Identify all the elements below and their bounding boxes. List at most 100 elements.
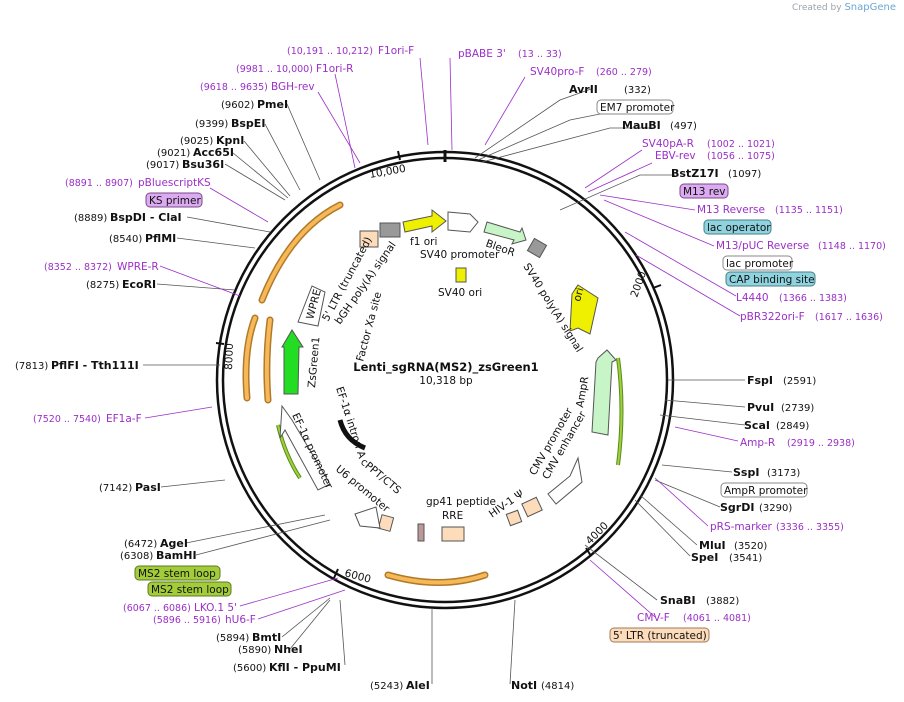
snapgene-credit: Created by SnapGene (792, 2, 896, 13)
bgh-polya-box (379, 222, 401, 238)
primer-ef1a-f[interactable]: EF1a-F (106, 413, 142, 425)
enzyme-pflfi-pos: (7813) (15, 361, 48, 372)
enzyme-acc65i[interactable]: Acc65I (193, 146, 234, 159)
primer-bgh-rev[interactable]: BGH-rev (271, 81, 315, 93)
f1-ori-arrow (402, 208, 447, 234)
enzyme-labels: AvrII(332) MauBI(497) BstZ17I(1097) FspI… (15, 83, 816, 692)
enzyme-bspdi-clai[interactable]: BspDI - ClaI (110, 211, 182, 224)
enzyme-pvui-pos: (2739) (781, 403, 814, 414)
enzyme-kfli-ppumi[interactable]: KflI - PpuMI (269, 661, 341, 674)
primer-sv40pa-r[interactable]: SV40pA-R (642, 138, 694, 150)
box-ms2-stem-loop-2-label: MS2 stem loop (151, 584, 229, 596)
enzyme-bspei[interactable]: BspEI (231, 117, 265, 130)
enzyme-sgrdi[interactable]: SgrDI (720, 501, 754, 514)
enzyme-bamhi-pos: (6308) (120, 551, 153, 562)
enzyme-kpni[interactable]: KpnI (216, 134, 244, 147)
cmv-promoter-arrow (547, 456, 583, 505)
enzyme-ecori-pos: (8275) (86, 280, 119, 291)
box-ms2-stem-loop-1-label: MS2 stem loop (138, 568, 216, 580)
gp41-box (417, 523, 425, 542)
primer-sv40pa-r-pos: (1002 .. 1021) (707, 139, 775, 150)
enzyme-bstz17i[interactable]: BstZ17I (671, 167, 719, 180)
primer-pbabe3[interactable]: pBABE 3' (458, 48, 506, 60)
tick-8000: 8000 (215, 342, 236, 370)
primer-hu6-f-pos: (5896 .. 5916) (153, 615, 221, 626)
primer-m13puc-reverse[interactable]: M13/pUC Reverse (716, 240, 809, 252)
box-cap-binding[interactable] (725, 271, 816, 287)
green-arc-right-inner (617, 357, 623, 466)
box-em7[interactable] (596, 99, 674, 115)
enzyme-sspi-pos: (3173) (767, 468, 800, 479)
box-ms2-stem-loop-2[interactable] (147, 581, 232, 597)
sv40-polya-box (526, 237, 548, 259)
primer-f1ori-r-pos: (9981 .. 10,000) (236, 64, 313, 75)
rre-box (441, 526, 465, 542)
feature-f1-ori: f1 ori (410, 236, 437, 248)
primer-sv40pro-f[interactable]: SV40pro-F (530, 66, 584, 78)
enzyme-pvui[interactable]: PvuI (747, 401, 774, 414)
box-ks-primer[interactable] (145, 192, 203, 208)
sv40-ori-box (455, 267, 467, 283)
enzyme-acc65i-pos: (9021) (157, 148, 190, 159)
box-lac-operator[interactable] (703, 219, 772, 235)
enzyme-avrii[interactable]: AvrII (569, 83, 598, 96)
enzyme-mlui[interactable]: MluI (699, 539, 726, 552)
primer-f1ori-f-pos: (10,191 .. 10,212) (287, 46, 373, 57)
enzyme-pasi[interactable]: PasI (135, 481, 161, 494)
primer-hu6-f[interactable]: hU6-F (225, 614, 256, 626)
primer-pbr322ori-f[interactable]: pBR322ori-F (740, 311, 805, 323)
enzyme-fspi[interactable]: FspI (747, 374, 773, 387)
enzyme-nhei[interactable]: NheI (274, 643, 303, 656)
enzyme-bamhi[interactable]: BamHI (156, 549, 197, 562)
enzyme-bsu36i[interactable]: Bsu36I (182, 158, 224, 171)
primer-wpre-r[interactable]: WPRE-R (117, 261, 159, 273)
enzyme-alei[interactable]: AleI (406, 679, 430, 692)
enzyme-nhei-pos: (5890) (238, 645, 271, 656)
primer-pbluescriptks[interactable]: pBluescriptKS (138, 177, 211, 189)
primer-f1ori-r[interactable]: F1ori-R (316, 63, 353, 75)
enzyme-bmti[interactable]: BmtI (252, 631, 281, 644)
enzyme-pmei[interactable]: PmeI (257, 98, 288, 111)
ltr-box (359, 230, 379, 248)
enzyme-pflfi-tth111i[interactable]: PflFI - Tth111I (51, 359, 139, 372)
primer-labels: (10,191 .. 10,212)F1ori-F pBABE 3'(13 ..… (33, 45, 886, 626)
box-m13rev[interactable] (679, 183, 729, 199)
box-ampr-promoter[interactable] (720, 482, 808, 498)
primer-f1ori-f[interactable]: F1ori-F (378, 45, 414, 57)
primer-ebv-rev[interactable]: EBV-rev (655, 150, 696, 162)
enzyme-noti[interactable]: NotI (511, 679, 537, 692)
box-lac-promoter[interactable] (722, 255, 793, 271)
snapgene-logo: SnapGene (844, 2, 896, 13)
primer-pbluescriptks-pos: (8891 .. 8907) (65, 178, 133, 189)
primer-amp-r[interactable]: Amp-R (740, 437, 775, 449)
enzyme-mlui-pos: (3520) (734, 541, 767, 552)
box-5ltr-truncated-label: 5' LTR (truncated) (613, 630, 707, 642)
feature-ampr: AmpR (574, 376, 591, 409)
enzyme-agei-pos: (6472) (124, 539, 157, 550)
primer-cmv-f[interactable]: CMV-F (637, 612, 670, 624)
box-5ltr-truncated[interactable] (609, 627, 710, 643)
enzyme-maubi[interactable]: MauBI (622, 119, 661, 132)
box-cap-binding-label: CAP binding site (729, 274, 815, 286)
enzyme-snabi[interactable]: SnaBI (660, 594, 696, 607)
primer-lko1[interactable]: LKO.1 5' (194, 602, 237, 614)
tick-label-10000: 10,000 (368, 163, 406, 181)
primer-m13-reverse[interactable]: M13 Reverse (697, 204, 765, 216)
enzyme-scai[interactable]: ScaI (744, 419, 770, 432)
enzyme-pflmi[interactable]: PflMI (145, 232, 176, 245)
rre-box-small (505, 509, 523, 527)
primer-prs-marker[interactable]: pRS-marker (710, 521, 773, 533)
primer-cmv-f-pos: (4061 .. 4081) (683, 613, 751, 624)
enzyme-sspi[interactable]: SspI (733, 466, 759, 479)
feature-ori: ori (571, 286, 586, 302)
box-ms2-stem-loop-1[interactable] (134, 565, 221, 581)
enzyme-spei[interactable]: SpeI (691, 551, 718, 564)
enzyme-agei[interactable]: AgeI (160, 537, 188, 550)
enzyme-bspei-pos: (9399) (195, 119, 228, 130)
enzyme-pmei-pos: (9602) (221, 100, 254, 111)
primer-l4440[interactable]: L4440 (736, 292, 769, 304)
feature-sv40-promoter: SV40 promoter (420, 249, 500, 261)
enzyme-ecori[interactable]: EcoRI (122, 278, 156, 291)
u6-promoter-arrow (354, 506, 381, 529)
enzyme-kpni-pos: (9025) (180, 136, 213, 147)
